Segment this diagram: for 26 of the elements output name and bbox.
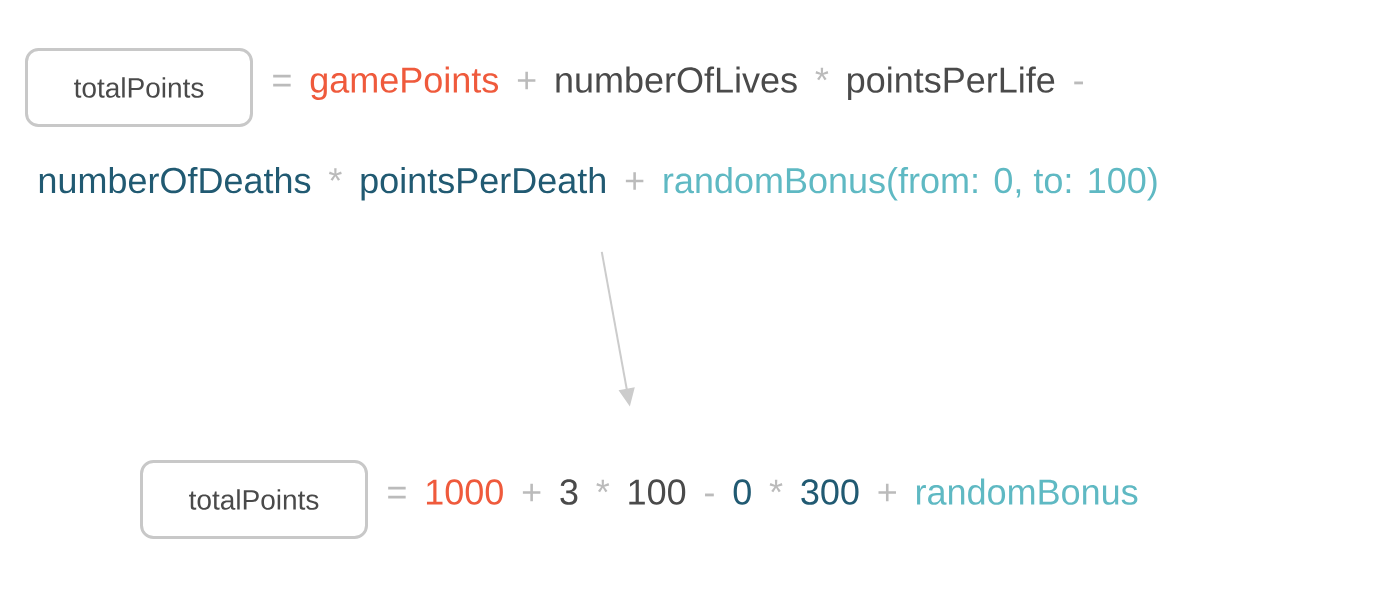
- operator-sign: -: [1074, 81, 1083, 85]
- operator-sign: *: [815, 67, 829, 81]
- operator-sign: +: [878, 483, 896, 502]
- formula-term: pointsPerDeath: [361, 166, 605, 201]
- operator-sign: -: [705, 493, 714, 497]
- formula-term: 3: [560, 479, 578, 505]
- variable-box: totalPoints: [25, 48, 253, 127]
- operator-sign: =: [388, 486, 406, 499]
- formula-term: 1000: [426, 479, 503, 505]
- operator-sign: *: [769, 479, 783, 493]
- operator-sign: *: [328, 168, 342, 181]
- formula-term: gamePoints: [310, 66, 499, 100]
- formula-term: 100: [629, 479, 686, 505]
- operator-sign: +: [517, 71, 536, 90]
- operator-sign: +: [522, 483, 541, 502]
- operator-sign: *: [596, 479, 610, 493]
- formula-term: randomBonus: [916, 478, 1138, 505]
- formula-term: numberOfDeaths: [39, 166, 311, 194]
- operator-sign: =: [273, 74, 291, 87]
- operator-sign: +: [625, 172, 644, 190]
- formula-term: randomBonus(from: 0, to: 100): [664, 166, 1157, 201]
- formula-term: numberOfLives: [556, 66, 797, 93]
- formula-term: 0: [733, 479, 751, 505]
- variable-box: totalPoints: [140, 460, 368, 539]
- formula-term: 300: [801, 479, 859, 505]
- formula-term: pointsPerLife: [848, 66, 1055, 100]
